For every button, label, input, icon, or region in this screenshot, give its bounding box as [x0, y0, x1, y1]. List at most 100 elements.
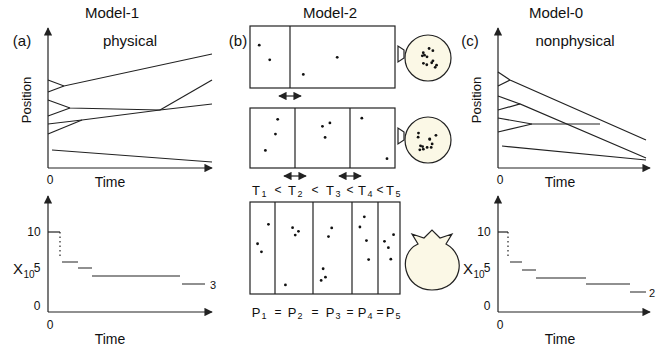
- tick-label: 5: [34, 262, 41, 274]
- panel-title: Model-2: [303, 5, 357, 20]
- tick-label: 0: [47, 174, 54, 186]
- axis: [48, 167, 212, 168]
- particle-dot: [268, 58, 271, 61]
- particle-dot: [428, 137, 431, 140]
- drawing-stroke: [48, 120, 82, 134]
- axis-label: X: [463, 261, 473, 276]
- variable-index: 3: [335, 190, 340, 199]
- drawing-stroke: [507, 232, 508, 258]
- model-2-boxes: [250, 26, 400, 294]
- axis-label: Time: [545, 332, 576, 346]
- tick-label: 5: [484, 262, 491, 274]
- drawing-stroke: [48, 108, 70, 116]
- particle-dot: [418, 148, 421, 151]
- variable-index: 5: [395, 312, 400, 321]
- drawing-stroke: [498, 311, 650, 312]
- particle-dot: [291, 226, 294, 229]
- drawing-stroke: [48, 231, 60, 232]
- particle-dot: [389, 258, 392, 261]
- particle-dot: [387, 246, 390, 249]
- drawing-stroke: [62, 262, 205, 284]
- drawing-stroke: [405, 230, 459, 290]
- particle-dot: [294, 234, 297, 237]
- particle-dot: [324, 276, 327, 279]
- particle-dot: [274, 133, 277, 136]
- drawing-stroke: [250, 108, 395, 168]
- variable-symbol: P: [252, 306, 261, 319]
- drawing-stroke: [284, 175, 306, 176]
- particle-dot: [421, 54, 424, 57]
- variable-symbol: T: [326, 184, 334, 197]
- particle-dot: [430, 61, 433, 64]
- panel-title: Model-1: [85, 5, 139, 20]
- variable-index: 3: [335, 312, 340, 321]
- axis-subscript: 10: [23, 270, 34, 280]
- trajectories: [498, 72, 646, 160]
- end-value: 3: [210, 280, 216, 291]
- particle-dot: [328, 122, 331, 125]
- drawing-stroke: [295, 108, 350, 168]
- particle-dot: [260, 250, 263, 253]
- particle-dot: [320, 279, 323, 282]
- particle-dot: [336, 56, 339, 59]
- particle-dot: [435, 134, 438, 137]
- relation-sign: =: [311, 306, 318, 318]
- particle-dot: [417, 136, 420, 139]
- relation-sign: =: [346, 306, 353, 318]
- step-curve: [48, 232, 205, 284]
- particle-dot: [426, 146, 429, 149]
- variable-index: 1: [261, 312, 266, 321]
- end-value: 2: [649, 288, 655, 299]
- axis-label: Position: [470, 77, 483, 123]
- variable-symbol: T: [358, 184, 366, 197]
- particle-dot: [360, 117, 363, 120]
- variable-index: 2: [297, 312, 302, 321]
- panel-letter: (c): [461, 33, 479, 48]
- particle-dot: [386, 157, 389, 160]
- tick-label: 0: [34, 300, 41, 312]
- axis-label: X: [13, 261, 23, 276]
- variable-symbol: T: [288, 184, 296, 197]
- drawing-stroke: [498, 80, 510, 86]
- tick-label: 0: [484, 300, 491, 312]
- relation-sign: =: [274, 306, 281, 318]
- tick-label: 0: [47, 319, 54, 331]
- axis: [47, 196, 48, 312]
- drawing-stroke: [510, 262, 646, 292]
- relation-sign: <: [376, 184, 383, 196]
- drawing-stroke: [250, 26, 395, 88]
- drawing-stroke: [497, 28, 498, 168]
- step-curve: [498, 232, 646, 292]
- drawing-stroke: [497, 196, 498, 312]
- axis-label: Position: [20, 77, 33, 123]
- particle-dot: [428, 47, 431, 50]
- drawing-stroke: [279, 95, 301, 96]
- particle-dot: [367, 258, 370, 261]
- particle-dot: [276, 118, 279, 121]
- drawing-stroke: [339, 175, 361, 176]
- axis-label: Time: [95, 332, 126, 346]
- variable-index: 1: [261, 190, 266, 199]
- drawing-stroke: [289, 26, 290, 88]
- panel-letter: (b): [229, 33, 247, 48]
- particle-dot: [392, 233, 395, 236]
- particle-dot: [430, 146, 433, 149]
- variable-symbol: P: [358, 306, 367, 319]
- particle-dot: [383, 240, 386, 243]
- panel-label: nonphysical: [535, 33, 614, 48]
- relation-sign: <: [274, 184, 281, 196]
- panel-label: physical: [103, 33, 157, 48]
- particle-dot: [431, 143, 434, 146]
- axis: [47, 28, 48, 168]
- axis-subscript: 10: [473, 270, 484, 280]
- panel-letter: (a): [13, 33, 31, 48]
- particle-dot: [330, 227, 333, 230]
- particle-dots: [256, 44, 438, 286]
- tick-label: 10: [27, 226, 40, 238]
- drawing-stroke: [250, 202, 400, 294]
- drawing-stroke: [498, 104, 646, 158]
- tick-label: 0: [497, 174, 504, 186]
- variable-index: 5: [395, 190, 400, 199]
- variable-index: 4: [367, 312, 372, 321]
